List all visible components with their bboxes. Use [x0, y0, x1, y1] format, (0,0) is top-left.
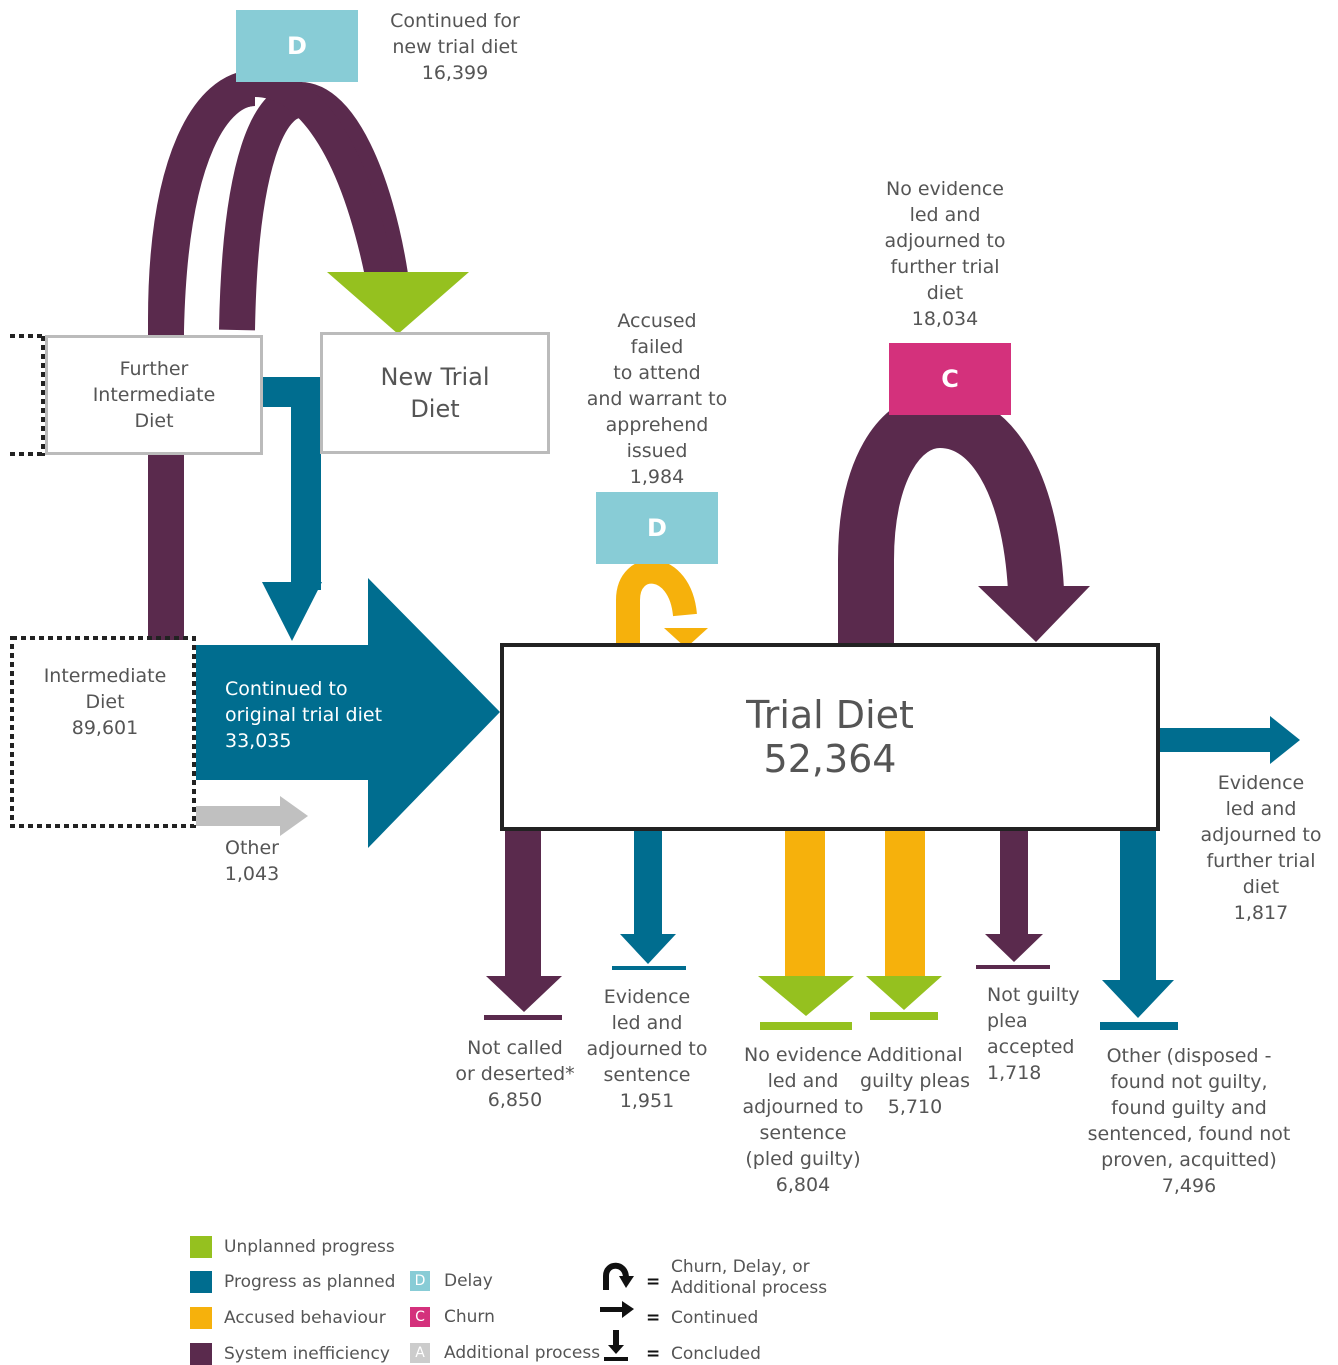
legend-swatch-system	[190, 1343, 212, 1365]
loop-symbol-icon	[603, 1262, 629, 1290]
other-1043-label: Other 1,043	[224, 837, 280, 885]
additional-guilty-bar	[870, 1012, 938, 1020]
legend-key-additional: A	[410, 1343, 430, 1363]
additional-guilty-shaft	[885, 830, 925, 978]
legend-accused: Accused behaviour	[190, 1307, 386, 1329]
legend-swatch-unplanned	[190, 1236, 212, 1258]
continued-original-arrow	[196, 578, 500, 848]
delay-badge-top: D	[236, 10, 358, 82]
other-disposed-bar	[1100, 1022, 1178, 1030]
delay-badge-accused: D	[596, 492, 718, 564]
not-guilty-shaft	[1000, 830, 1028, 936]
loop-top-connector	[254, 67, 395, 279]
intermediate-dotted-box	[10, 636, 196, 828]
other-disposed-head	[1102, 980, 1174, 1018]
legend-swatch-planned	[190, 1271, 212, 1293]
accused-loop	[616, 559, 697, 645]
legend-label-unplanned: Unplanned progress	[224, 1237, 395, 1257]
legend-additional: A Additional process	[410, 1343, 600, 1363]
no-evidence-sentence-bar	[760, 1022, 852, 1030]
evidence-further-label: Evidence led and adjourned to further tr…	[1200, 772, 1322, 924]
evidence-sentence-shaft	[634, 830, 662, 936]
legend-eq-1: =	[646, 1272, 661, 1292]
other-disposed-shaft	[1120, 830, 1156, 982]
not-called-shaft	[505, 830, 541, 978]
churn-badge: C	[889, 343, 1011, 415]
trial-diet-title: Trial Diet	[746, 693, 914, 737]
legend-symbol-label-concluded: Concluded	[671, 1344, 761, 1364]
continued-original-label: Continued to original trial diet 33,035	[225, 678, 383, 752]
legend-churn: C Churn	[410, 1307, 495, 1327]
other-disposed-label: Other (disposed - found not guilty, foun…	[1087, 1045, 1291, 1197]
no-evidence-sentence-label: No evidence led and adjourned to sentenc…	[742, 1044, 864, 1196]
loop-new-trial-outer	[148, 70, 257, 331]
not-called-label: Not called or deserted* 6,850	[455, 1037, 575, 1111]
intermediate-node: Intermediate Diet 89,601	[43, 665, 167, 739]
further-intermediate-node: Further Intermediate Diet	[45, 335, 263, 455]
legend-key-churn: C	[410, 1307, 430, 1327]
new-trial-arrow-head	[327, 272, 469, 334]
legend-label-delay: Delay	[444, 1271, 493, 1291]
not-guilty-label: Not guilty plea accepted 1,718	[987, 984, 1080, 1084]
other-arrow-shaft	[196, 806, 282, 826]
legend-label-additional: Additional process	[444, 1343, 601, 1363]
not-called-head	[486, 976, 562, 1012]
evidence-sentence-label: Evidence led and adjourned to sentence 1…	[586, 986, 708, 1112]
legend-label-planned: Progress as planned	[224, 1272, 396, 1292]
legend-eq-3: =	[646, 1344, 661, 1364]
legend-swatch-accused	[190, 1307, 212, 1329]
additional-guilty-head	[866, 976, 942, 1010]
evidence-sentence-head	[620, 934, 676, 964]
not-guilty-bar	[976, 965, 1050, 969]
other-arrow-head	[280, 796, 308, 836]
new-trial-node: New Trial Diet	[320, 332, 550, 454]
no-evidence-sentence-head	[758, 976, 854, 1016]
legend-delay: D Delay	[410, 1271, 493, 1291]
continued-new-trial-label: Continued for new trial diet 16,399	[390, 10, 520, 84]
legend-planned: Progress as planned	[190, 1271, 395, 1293]
legend-label-system: System inefficiency	[224, 1344, 390, 1364]
legend-symbols	[600, 1262, 634, 1361]
legend-label-churn: Churn	[444, 1307, 495, 1327]
additional-guilty-label: Additional guilty pleas 5,710	[860, 1044, 970, 1118]
no-evidence-sentence-shaft	[785, 830, 825, 978]
legend-system: System inefficiency	[190, 1343, 390, 1365]
trial-diet-node: Trial Diet 52,364	[500, 643, 1160, 831]
legend-symbol-label-loop: Churn, Delay, or Additional process	[671, 1257, 828, 1298]
accused-loop-head	[664, 628, 708, 648]
churn-loop	[838, 391, 1064, 645]
accused-failed-label: Accused failed to attend and warrant to …	[586, 310, 728, 488]
concluded-symbol-icon	[613, 1330, 619, 1348]
legend-symbol-label-continued: Continued	[671, 1308, 759, 1328]
not-called-bar	[484, 1015, 562, 1020]
continued-symbol-icon	[600, 1307, 624, 1312]
churn-arrow-head	[978, 586, 1090, 642]
further-intermediate-down-arrow	[262, 377, 321, 590]
legend-eq-2: =	[646, 1308, 661, 1328]
further-intermediate-arrow-head	[262, 582, 322, 641]
evidence-further-head	[1270, 716, 1300, 764]
legend-unplanned: Unplanned progress	[190, 1236, 395, 1258]
legend-label-accused: Accused behaviour	[224, 1308, 386, 1328]
trial-diet-value: 52,364	[763, 737, 897, 781]
not-guilty-head	[985, 934, 1043, 962]
legend-key-delay: D	[410, 1271, 430, 1291]
evidence-further-shaft	[1160, 728, 1272, 752]
evidence-sentence-bar	[612, 966, 686, 970]
no-evidence-further-label: No evidence led and adjourned to further…	[884, 178, 1006, 330]
